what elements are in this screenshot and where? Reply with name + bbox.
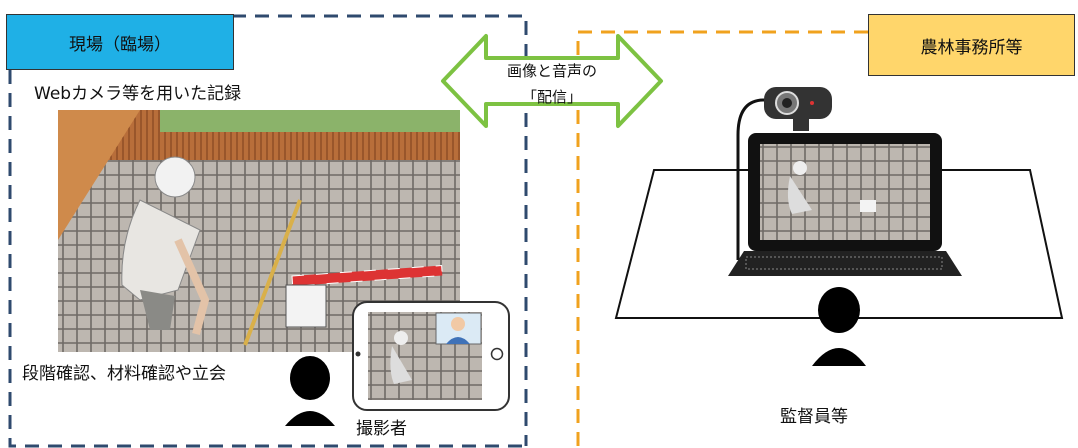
arrow-label-line2: 「配信」: [521, 88, 582, 106]
photographer-silhouette: [285, 356, 335, 426]
site-photo: [58, 110, 460, 352]
site-caption-top: Webカメラ等を用いた記録: [34, 84, 242, 104]
tablet-device: [352, 301, 510, 411]
supervisor-silhouette: [812, 287, 866, 366]
site-title-tag: 現場（臨場）: [6, 14, 234, 70]
laptop: [728, 133, 962, 276]
distribution-arrow: [441, 34, 663, 128]
site-zone-border: [8, 14, 528, 448]
webcam: [736, 87, 832, 260]
arrow-label-line1: 画像と音声の: [506, 62, 597, 80]
supervisor-label: 監督員等: [780, 407, 848, 427]
photographer-label: 撮影者: [356, 419, 407, 439]
office-zone-border: [576, 30, 868, 446]
arrow-label: 画像と音声の 「配信」: [496, 58, 608, 110]
office-title-tag: 農林事務所等: [868, 14, 1075, 76]
site-caption-bottom: 段階確認、材料確認や立会: [22, 364, 226, 384]
